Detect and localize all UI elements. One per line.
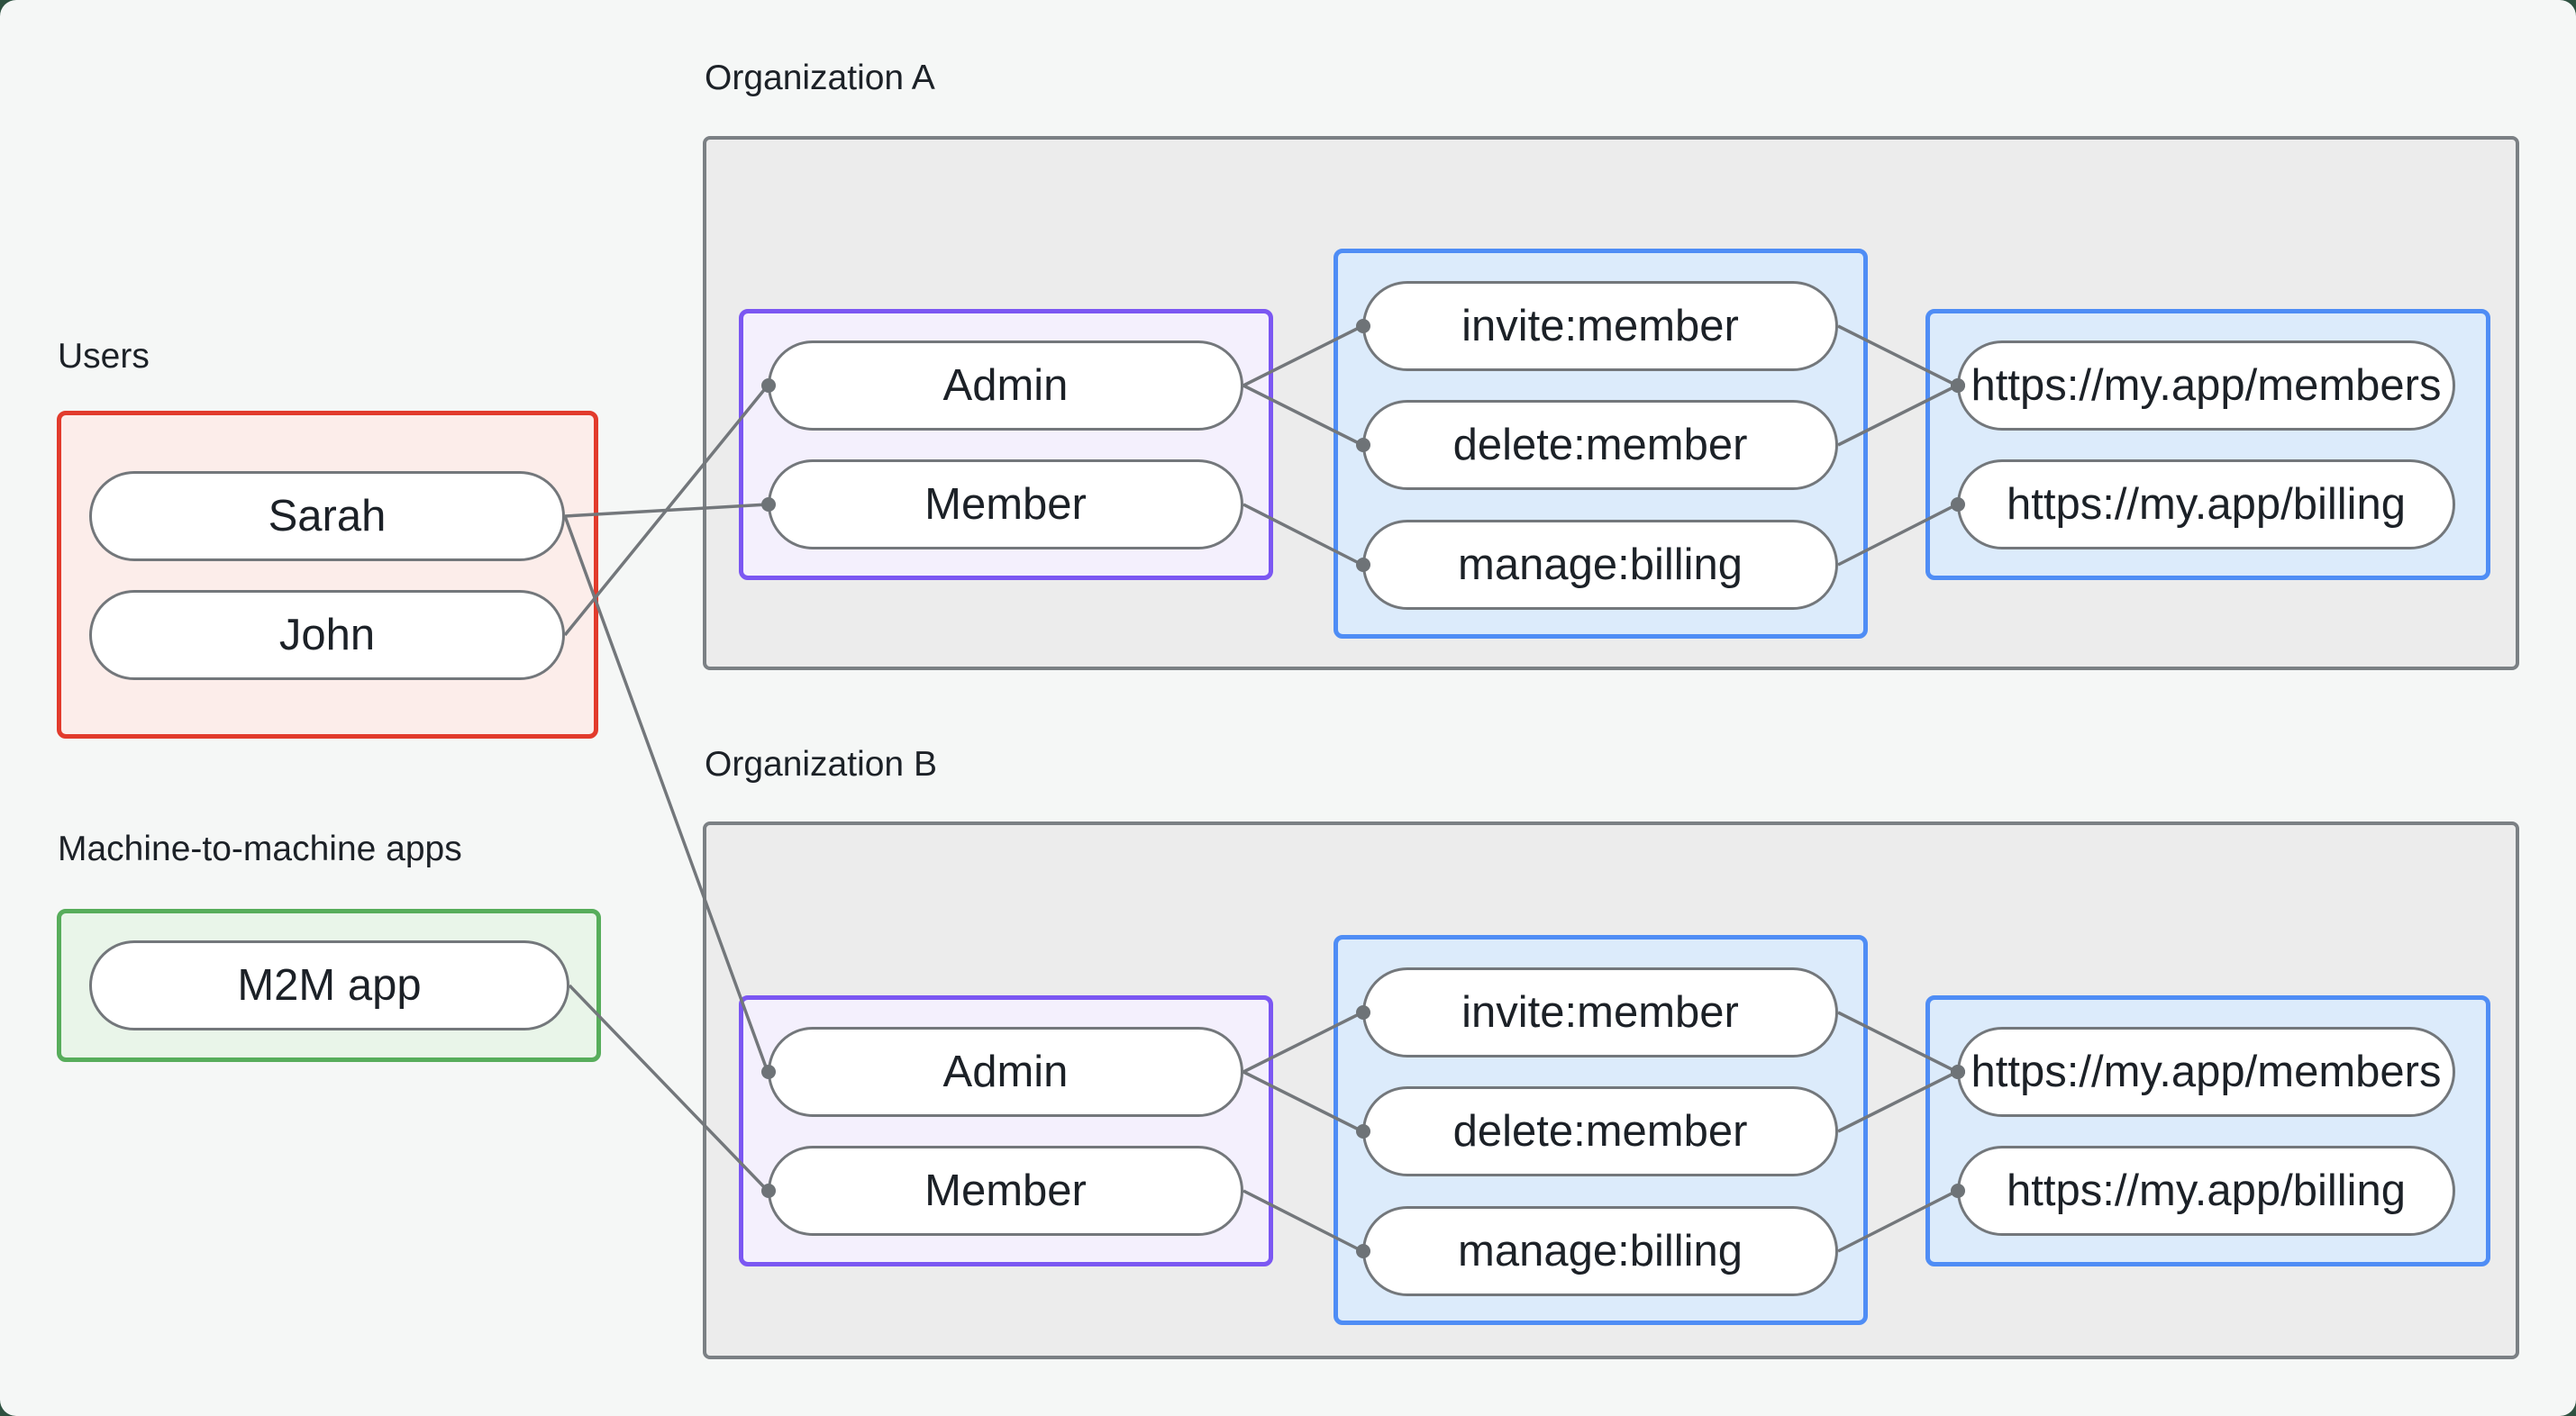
node-label: Admin (942, 361, 1069, 410)
node-label: John (278, 611, 376, 659)
org-b-title: Organization B (705, 745, 937, 784)
node-label: invite:member (1461, 302, 1739, 350)
node-org-b-admin: Admin (768, 1027, 1243, 1117)
node-label: manage:billing (1458, 540, 1743, 589)
node-org-a-admin: Admin (768, 340, 1243, 431)
node-org-b-delete: delete:member (1362, 1086, 1838, 1176)
node-label: M2M app (237, 961, 422, 1010)
node-label: delete:member (1452, 421, 1748, 469)
node-org-a-delete: delete:member (1362, 400, 1838, 490)
node-john: John (89, 590, 565, 680)
users-section-label: Users (58, 337, 150, 376)
node-label: Member (924, 1166, 1087, 1215)
node-label: Sarah (268, 492, 387, 540)
node-label: delete:member (1452, 1107, 1748, 1156)
node-label: https://my.app/billing (2006, 480, 2407, 529)
node-label: https://my.app/billing (2006, 1166, 2407, 1215)
node-label: Member (924, 480, 1087, 529)
node-org-b-billing-api: https://my.app/billing (1957, 1146, 2455, 1236)
node-org-b-member: Member (768, 1146, 1243, 1236)
node-org-a-invite: invite:member (1362, 281, 1838, 371)
node-label: https://my.app/members (1971, 361, 2442, 410)
node-org-a-members-api: https://my.app/members (1957, 340, 2455, 431)
node-label: invite:member (1461, 988, 1739, 1037)
node-org-a-billing-api: https://my.app/billing (1957, 459, 2455, 549)
node-org-b-members-api: https://my.app/members (1957, 1027, 2455, 1117)
node-org-b-invite: invite:member (1362, 967, 1838, 1057)
node-label: manage:billing (1458, 1227, 1743, 1275)
node-label: https://my.app/members (1971, 1048, 2442, 1096)
node-sarah: Sarah (89, 471, 565, 561)
org-a-title: Organization A (705, 59, 935, 97)
m2m-section-label: Machine-to-machine apps (58, 830, 462, 868)
node-org-b-manage: manage:billing (1362, 1206, 1838, 1296)
node-org-a-member: Member (768, 459, 1243, 549)
users-group-box (57, 411, 598, 739)
node-m2m-app: M2M app (89, 940, 569, 1030)
node-label: Admin (942, 1048, 1069, 1096)
node-org-a-manage: manage:billing (1362, 520, 1838, 610)
